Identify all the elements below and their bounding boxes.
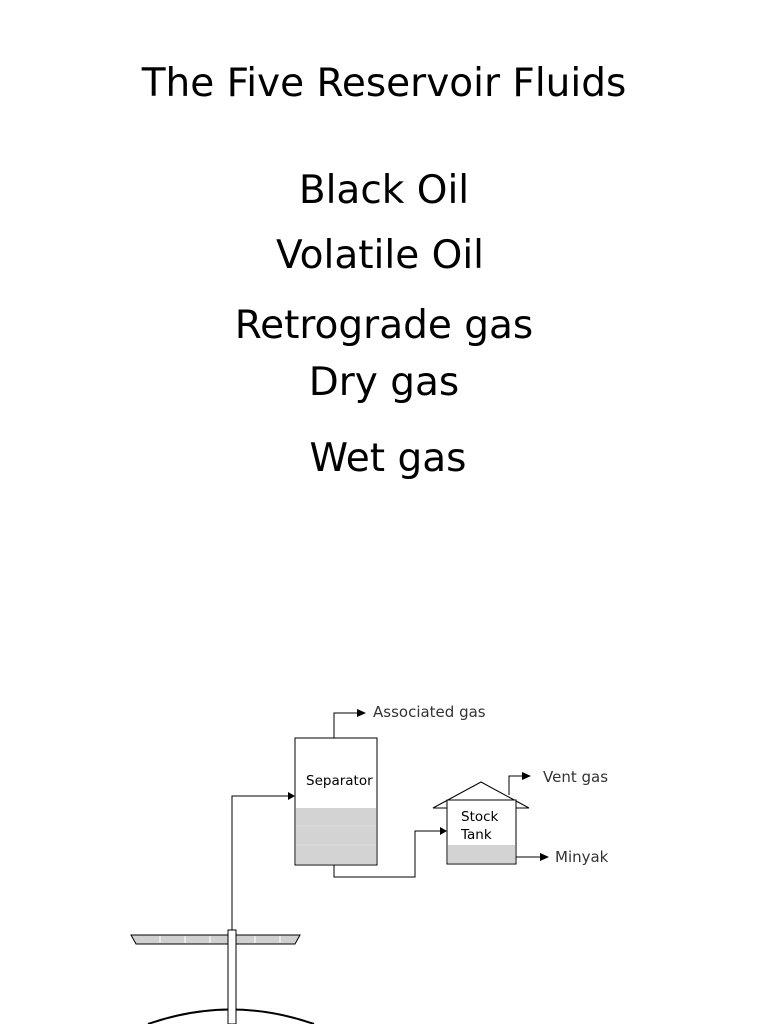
fluid-item-volatile-oil: Volatile Oil — [276, 233, 484, 278]
fluid-item-wet-gas: Wet gas — [309, 436, 467, 481]
separator-liquid — [296, 808, 376, 864]
flowline-well-to-separator — [231, 795, 290, 930]
ground-texture — [159, 936, 281, 943]
vent-gas-label: Vent gas — [543, 768, 608, 786]
vent-gas-line — [508, 775, 522, 795]
vent-gas-arrow — [522, 772, 531, 780]
ground-surface — [130, 934, 301, 945]
liquid-line-separator-to-tank — [333, 830, 440, 878]
separator-liquid-texture — [296, 825, 376, 846]
arrow-into-separator — [288, 792, 295, 800]
fluid-item-retrograde-gas: Retrograde gas — [234, 303, 534, 348]
fluid-item-dry-gas: Dry gas — [308, 360, 460, 405]
slide-title: The Five Reservoir Fluids — [141, 61, 627, 106]
stock-tank-label-line1: Stock — [461, 809, 499, 825]
arrow-into-stock-tank — [440, 827, 447, 835]
stock-tank-liquid — [448, 845, 515, 863]
oil-label: Minyak — [555, 848, 609, 866]
associated-gas-line — [333, 712, 357, 738]
wellbore — [227, 929, 237, 1024]
separator-label: Separator — [306, 773, 373, 789]
associated-gas-label: Associated gas — [373, 703, 486, 721]
stock-tank-label-line2: Tank — [460, 827, 492, 843]
oil-outlet-arrow — [540, 853, 549, 861]
associated-gas-arrow — [357, 709, 366, 717]
fluid-item-black-oil: Black Oil — [298, 168, 470, 213]
